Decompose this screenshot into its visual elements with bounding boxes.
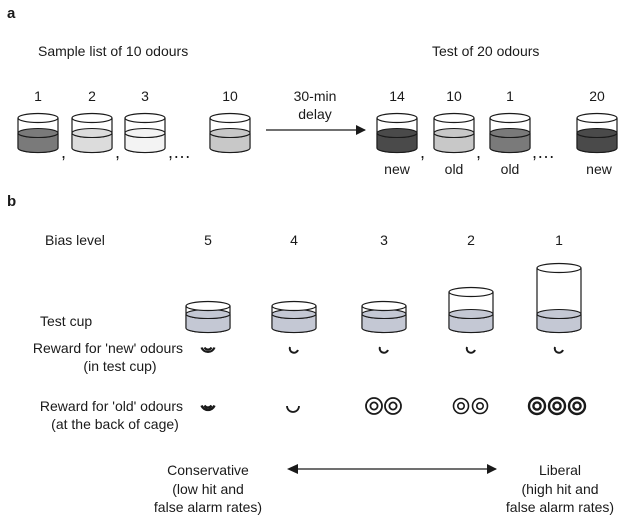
reward-old-icons xyxy=(200,396,587,416)
test-odour-label: old xyxy=(501,161,520,177)
bias-test-cups xyxy=(185,262,582,334)
bias-test-cup xyxy=(361,300,407,334)
test-cup xyxy=(489,112,531,154)
reward-old-label: Reward for 'old' odours xyxy=(40,398,183,414)
reward-old-icon-level5 xyxy=(200,404,216,412)
bias-test-cup xyxy=(185,300,231,334)
sample-cup xyxy=(17,112,59,154)
conservative-sublabel: (low hit and xyxy=(172,481,244,497)
reward-old-icon-level3 xyxy=(365,397,402,415)
test-odour-label: old xyxy=(445,161,464,177)
reward-new-label: Reward for 'new' odours xyxy=(33,340,183,356)
test-number: 1 xyxy=(506,88,514,104)
bias-range-arrow-left-head xyxy=(287,464,298,474)
conservative-label: Conservative xyxy=(167,462,249,478)
test-number: 20 xyxy=(589,88,605,104)
bias-level-value: 5 xyxy=(204,232,212,248)
conservative-sublabel: false alarm rates) xyxy=(154,499,262,515)
test-cup xyxy=(433,112,475,154)
test-cup-label: Test cup xyxy=(40,313,92,329)
separator-comma: , xyxy=(420,142,425,162)
bias-test-cup xyxy=(448,286,494,334)
separator-ellipsis: ,… xyxy=(532,142,555,162)
test-number: 10 xyxy=(446,88,462,104)
separator-comma: , xyxy=(61,142,66,162)
reward-old-sublabel: (at the back of cage) xyxy=(51,416,179,432)
panel-a-label: a xyxy=(7,5,16,22)
liberal-sublabel: (high hit and xyxy=(521,481,598,497)
separator-comma: , xyxy=(115,142,120,162)
liberal-sublabel: false alarm rates) xyxy=(506,499,614,515)
test-number: 14 xyxy=(389,88,405,104)
reward-new-icon-level1 xyxy=(553,346,564,354)
bias-level-value: 4 xyxy=(290,232,298,248)
bias-test-cup xyxy=(271,300,317,334)
sample-number: 10 xyxy=(222,88,238,104)
sample-number: 1 xyxy=(34,88,42,104)
delay-label-line2: delay xyxy=(298,106,331,122)
liberal-label: Liberal xyxy=(539,462,581,478)
test-list-title: Test of 20 odours xyxy=(432,43,539,59)
bias-level-value: 2 xyxy=(467,232,475,248)
reward-old-icon-level4 xyxy=(286,405,300,413)
bias-level-value: 1 xyxy=(555,232,563,248)
test-odour-label: new xyxy=(384,161,411,177)
sample-number: 2 xyxy=(88,88,96,104)
test-cup xyxy=(376,112,418,154)
test-odour-label: new xyxy=(586,161,613,177)
reward-old-icon-level2 xyxy=(452,397,489,415)
bias-level-value: 3 xyxy=(380,232,388,248)
sample-cup xyxy=(124,112,166,154)
sample-list-title: Sample list of 10 odours xyxy=(38,43,188,59)
bias-test-cup xyxy=(536,262,582,334)
separator-comma: , xyxy=(476,142,481,162)
reward-new-icon-level5 xyxy=(200,346,216,353)
reward-new-icon-level2 xyxy=(465,346,476,354)
bias-level-label: Bias level xyxy=(45,232,105,248)
reward-new-icon-level3 xyxy=(378,346,389,354)
test-cups xyxy=(376,112,618,154)
delay-label-line1: 30-min xyxy=(294,88,337,104)
panel-b-label: b xyxy=(7,193,16,210)
sample-cup xyxy=(209,112,251,154)
reward-new-icon-level4 xyxy=(288,346,299,354)
separator-ellipsis: ,… xyxy=(168,142,191,162)
test-cup xyxy=(576,112,618,154)
reward-old-icon-level1 xyxy=(527,396,587,416)
sample-cups xyxy=(17,112,251,154)
reward-new-sublabel: (in test cup) xyxy=(83,358,156,374)
sample-cup xyxy=(71,112,113,154)
reward-new-icons xyxy=(200,346,564,354)
sample-number: 3 xyxy=(141,88,149,104)
